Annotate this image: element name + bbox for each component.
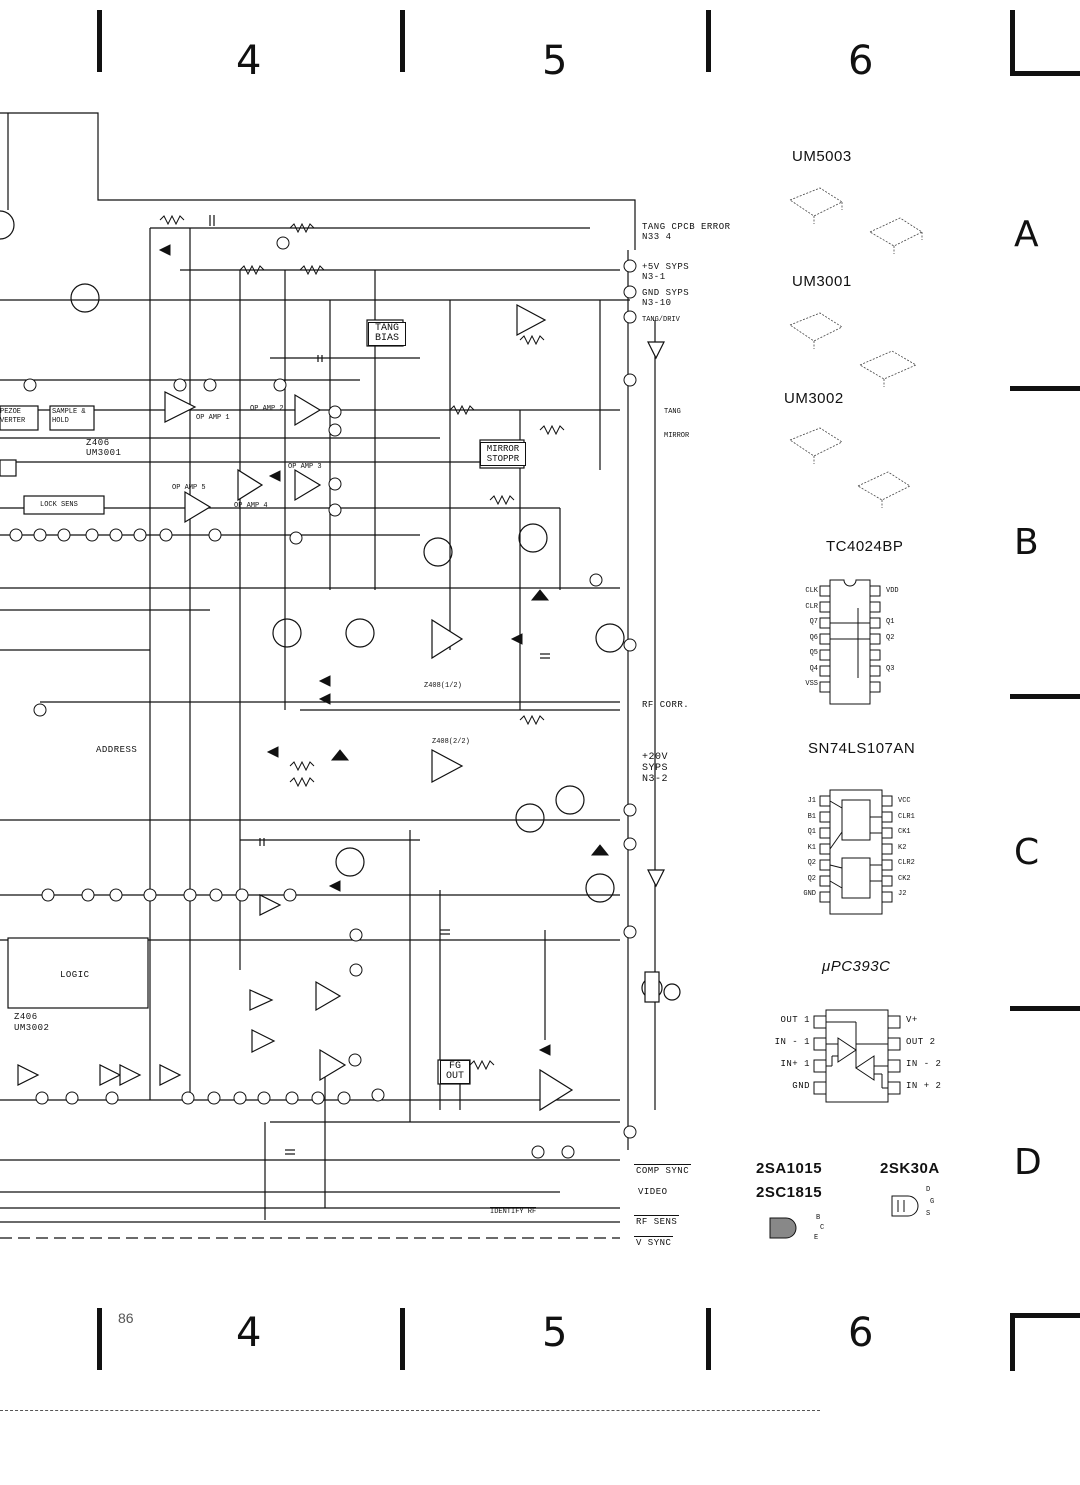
connector-gnd-syps: GND SYPS N3-10 <box>642 288 690 308</box>
package-label-um3002: UM3002 <box>784 390 844 407</box>
row-divider <box>1010 694 1080 699</box>
column-number-6-bottom: 6 <box>848 1310 874 1356</box>
upc393c-pin-labels-right: V+ OUT 2 IN - 2 IN + 2 <box>906 1015 942 1091</box>
sn74-pin-labels-left: J1 B1 Q1 K1 Q2 Q2 GND <box>803 797 816 898</box>
sn74ls107an-dip-outline <box>819 789 893 915</box>
mirror-stoppr-block: MIRROR STOPPR <box>480 442 526 466</box>
column-number-5-bottom: 5 <box>542 1310 568 1356</box>
chip-sketch-um3002 <box>789 427 911 508</box>
opamp-label-3: OP AMP 3 <box>288 463 322 471</box>
row-divider <box>1010 1006 1080 1011</box>
bipolar-pin-c: C <box>820 1224 825 1232</box>
connector-tang: TANG <box>664 408 681 416</box>
fet-transistor-icon <box>891 1195 919 1217</box>
sample-hold-block: SAMPLE & HOLD <box>52 408 86 425</box>
column-number-4: 4 <box>236 38 262 84</box>
connector-20v-syps: +20V SYPS N3-2 <box>642 752 669 785</box>
logic-block-label: LOGIC <box>60 970 90 980</box>
tang-bias-block: TANG BIAS <box>368 322 406 346</box>
connector-tang-driv: TANG/DRIV <box>642 316 680 324</box>
corner-mark <box>1010 1313 1080 1318</box>
fet-pin-d: D <box>926 1186 931 1194</box>
ic-label-z406-um3002: Z406 UM3002 <box>14 1012 50 1033</box>
grid-separator-bar <box>706 1308 711 1370</box>
bipolar-pin-e: E <box>814 1234 819 1242</box>
opamp-label-5: OP AMP 5 <box>172 484 206 492</box>
ic-label-z408-1: Z408(1/2) <box>424 682 462 690</box>
row-letter-b: B <box>1014 522 1039 563</box>
fg-out-block: FG OUT <box>440 1060 470 1084</box>
tc4024bp-pin-labels-right: VDD Q1 Q2 Q3 <box>886 587 899 673</box>
package-label-upc393c: μPC393C <box>822 958 891 975</box>
column-number-5: 5 <box>542 38 568 84</box>
connector-rf-corr: RF CORR. <box>642 700 690 710</box>
transistor-label-2sk30a: 2SK30A <box>880 1160 940 1177</box>
sn74-pin-labels-right: VCC CLR1 CK1 K2 CLR2 CK2 J2 <box>898 797 915 898</box>
chip-sketch-um3001 <box>789 312 917 387</box>
row-letter-d: D <box>1014 1142 1042 1183</box>
grid-separator-bar <box>706 10 711 72</box>
pezoe-verter-block: PEZOE VERTER <box>0 408 26 425</box>
connector-rf-sens: RF SENS <box>634 1215 680 1227</box>
bipolar-transistor-icon <box>769 1217 797 1239</box>
ic-label-z408-2: Z408(2/2) <box>432 738 470 746</box>
connector-video: VIDEO <box>638 1187 668 1197</box>
grid-separator-bar <box>97 1308 102 1370</box>
tc4024bp-dip-outline <box>819 579 881 705</box>
row-letter-c: C <box>1014 832 1040 873</box>
upc393c-dip-outline <box>813 1009 901 1103</box>
package-label-tc4024bp: TC4024BP <box>826 538 904 555</box>
tc4024bp-pin-labels-left: CLK CLR Q7 Q6 Q5 Q4 VSS <box>805 587 818 688</box>
connector-comp-sync: COMP SYNC <box>634 1164 692 1176</box>
connector-tang-cpcb-error: TANG CPCB ERROR N33 4 <box>642 222 731 242</box>
package-label-sn74ls107an: SN74LS107AN <box>808 740 916 757</box>
connector-mirror: MIRROR <box>664 432 690 440</box>
fet-pin-s: S <box>926 1210 931 1218</box>
opamp-label-4: OP AMP 4 <box>234 502 268 510</box>
lock-sens-block: LOCK SENS <box>40 501 78 509</box>
transistor-label-2sa1015: 2SA1015 <box>756 1160 823 1177</box>
grid-separator-bar <box>97 10 102 72</box>
schematic-wiring <box>0 112 681 1239</box>
package-label-um5003: UM5003 <box>792 148 852 165</box>
package-label-um3001: UM3001 <box>792 273 852 290</box>
bipolar-pin-b: B <box>816 1214 821 1222</box>
connector-v-sync: V SYNC <box>634 1236 674 1248</box>
chip-sketch-um5003 <box>789 187 923 254</box>
page-number: 86 <box>118 1310 134 1326</box>
opamp-label-2: OP AMP 2 <box>250 405 284 413</box>
corner-mark <box>1010 10 1015 76</box>
upc393c-pin-labels-left: OUT 1 IN - 1 IN+ 1 GND <box>774 1015 810 1091</box>
ic-label-z406-um3001: Z406 UM3001 <box>86 438 122 458</box>
fet-pin-g: G <box>930 1198 935 1206</box>
bottom-rule <box>0 1410 820 1411</box>
opamp-label-1: OP AMP 1 <box>196 414 230 422</box>
connector-address: ADDRESS <box>96 745 138 755</box>
corner-mark <box>1010 1313 1015 1371</box>
transistor-label-2sc1815: 2SC1815 <box>756 1184 823 1201</box>
column-number-6: 6 <box>848 38 874 84</box>
connector-5v-syps: +5V SYPS N3-1 <box>642 262 690 282</box>
row-letter-a: A <box>1014 214 1039 255</box>
connector-identify-rf: IDENTIFY RF <box>490 1207 537 1216</box>
grid-separator-bar <box>400 10 405 72</box>
corner-mark <box>1010 71 1080 76</box>
column-number-4-bottom: 4 <box>236 1310 262 1356</box>
row-divider <box>1010 386 1080 391</box>
grid-separator-bar <box>400 1308 405 1370</box>
